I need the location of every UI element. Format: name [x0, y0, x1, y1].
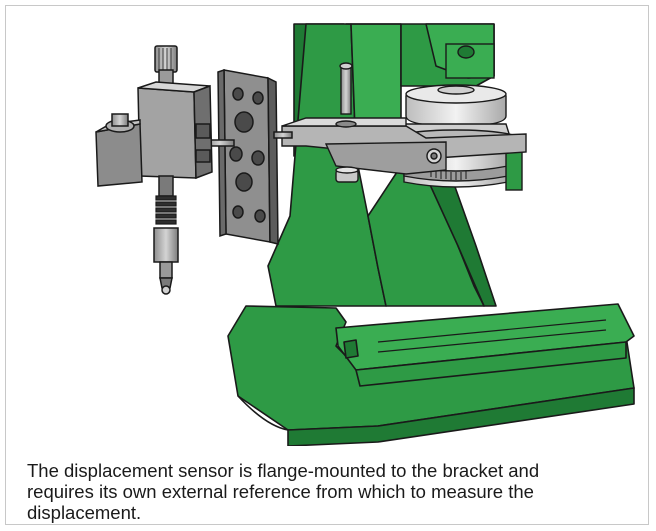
press-frame-icon [227, 23, 635, 446]
press-illustration [95, 23, 635, 446]
figure-caption: The displacement sensor is flange-mounte… [27, 460, 540, 523]
figure-panel: The displacement sensor is flange-mounte… [5, 5, 649, 525]
mounting-flange-icon [200, 68, 293, 245]
displacement-sensor-icon [95, 45, 213, 295]
bracket-icon [281, 62, 527, 183]
